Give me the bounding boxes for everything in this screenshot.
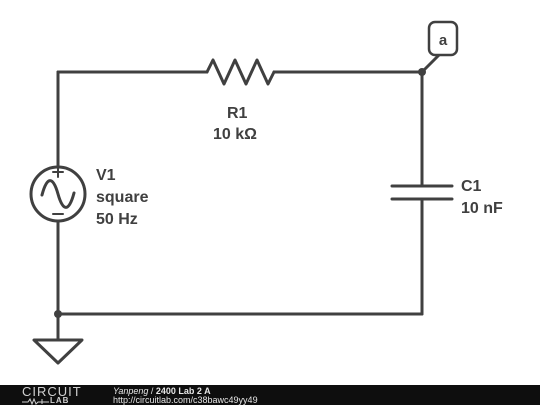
plus-icon — [52, 166, 64, 178]
sine-wave-icon — [40, 179, 76, 209]
probe-wire — [420, 52, 442, 74]
resistor-value: 10 kΩ — [213, 126, 257, 143]
logo-lab-text: LAB — [50, 396, 70, 405]
separator: / — [148, 386, 156, 396]
probe-tag — [427, 20, 459, 57]
resistor-r1 — [205, 58, 276, 86]
source-frequency: 50 Hz — [96, 211, 138, 228]
logo-resistor-icon — [22, 398, 49, 405]
circuit-schematic: a R1 10 kΩ V1 square 50 Hz C1 10 nF — [29, 20, 503, 365]
author-name[interactable]: Yanpeng — [113, 386, 149, 396]
logo-circuit-text: CIRCUIT — [22, 384, 82, 399]
circuit-url[interactable]: http://circuitlab.com/c38bawc49yy49 — [113, 395, 258, 405]
probe-label: a — [439, 32, 448, 49]
circuit-title[interactable]: 2400 Lab 2 A — [155, 386, 211, 396]
ground-icon — [32, 338, 84, 365]
capacitor-value: 10 nF — [461, 200, 503, 217]
footer-bar: CIRCUIT LAB Yanpeng / 2400 Lab 2 A http:… — [0, 385, 540, 405]
source-name: V1 — [96, 167, 116, 184]
footer-attribution: Yanpeng / 2400 Lab 2 A — [113, 386, 211, 396]
capacitor-name: C1 — [461, 178, 482, 195]
source-type: square — [96, 189, 149, 206]
junction-dot-top-right — [418, 68, 426, 76]
schematic-canvas: a R1 10 kΩ V1 square 50 Hz C1 10 nF — [29, 20, 503, 365]
junction-dot-bottom-left — [54, 310, 62, 318]
resistor-name: R1 — [227, 105, 248, 122]
